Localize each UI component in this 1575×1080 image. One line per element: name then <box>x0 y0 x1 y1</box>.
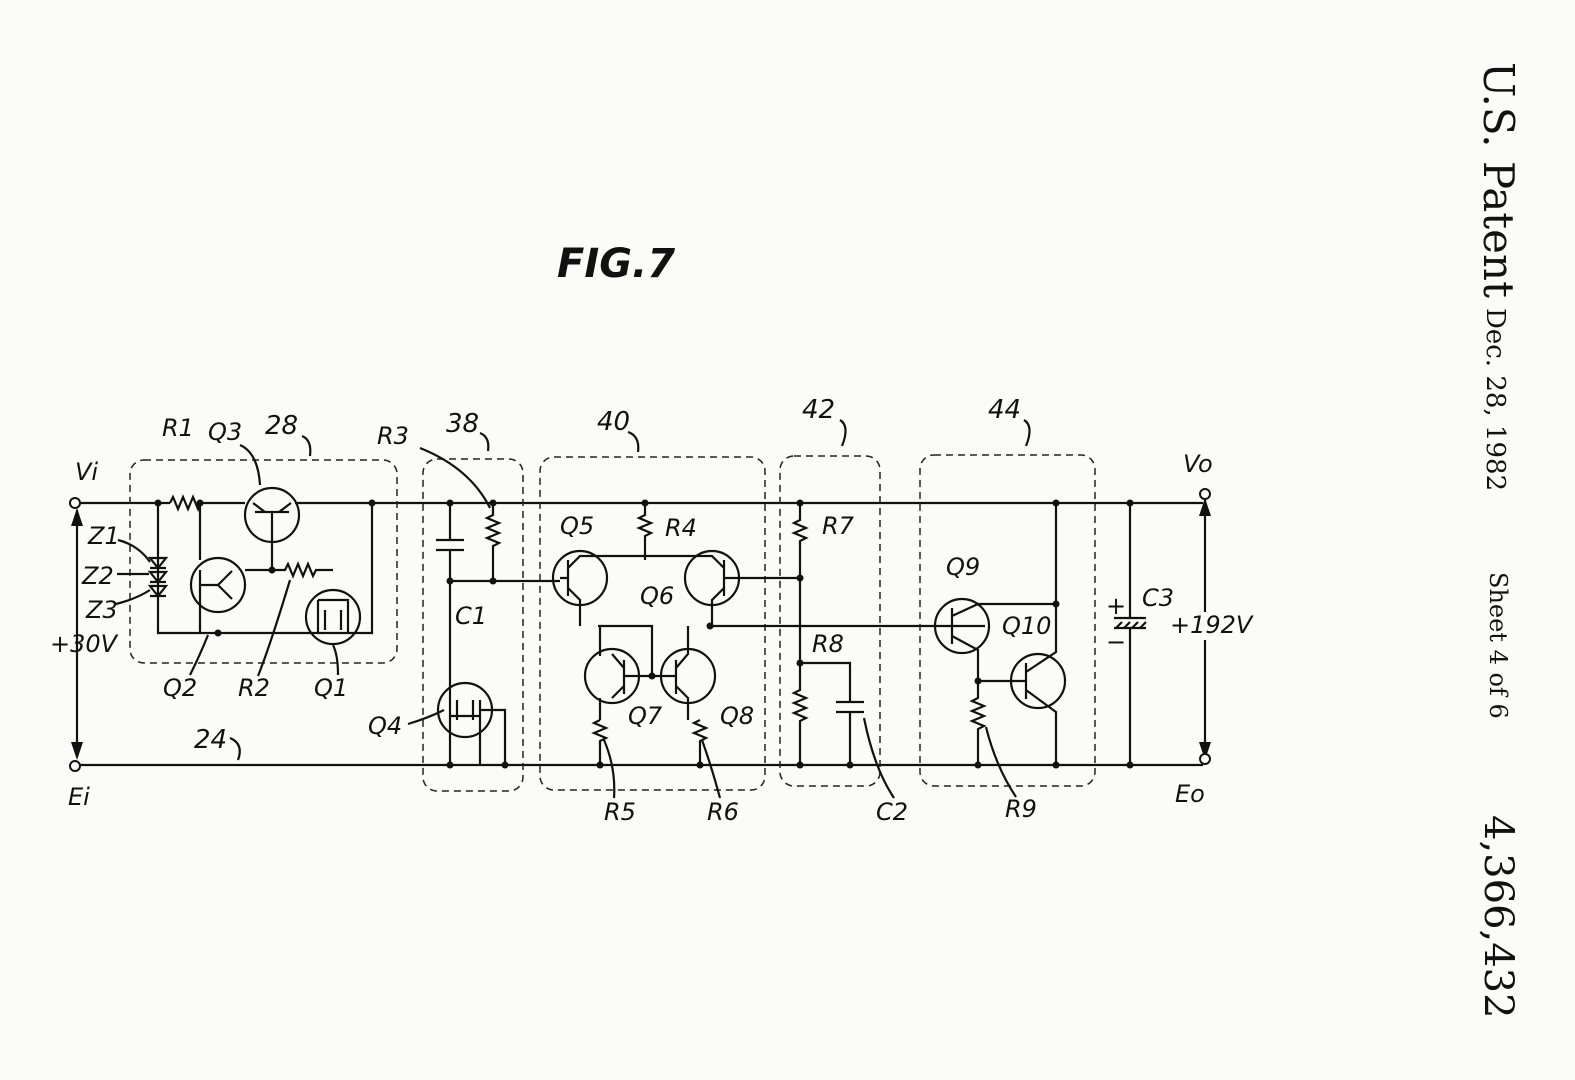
figure-title: FIG.7 <box>557 241 675 287</box>
label-r4: R4 <box>665 514 697 542</box>
label-r7: R7 <box>822 512 855 540</box>
block-42: 42 R7 R8 C2 <box>779 395 908 826</box>
terminal-eo: Eo <box>1175 780 1205 808</box>
terminal-vi: Vi <box>75 458 98 486</box>
label-q8: Q8 <box>720 702 754 730</box>
label-r8: R8 <box>812 630 844 658</box>
label-q3: Q3 <box>208 418 242 446</box>
label-q7: Q7 <box>628 702 663 730</box>
label-r3: R3 <box>377 422 409 450</box>
label-q4: Q4 <box>368 712 402 740</box>
output-voltage: +192V <box>1170 611 1254 639</box>
block-28: 28 R1 Z1 Z2 Z3 Q3 Q2 R2 Q1 <box>81 411 398 702</box>
label-c2: C2 <box>876 798 908 826</box>
input-voltage: +30V <box>50 630 119 658</box>
block-44: 44 Q9 Q10 R9 <box>919 395 1096 823</box>
label-r1: R1 <box>162 414 194 442</box>
label-c3-plus: + <box>1106 592 1126 620</box>
patent-header: U.S. Patent Dec. 28, 1982 Sheet 4 of 6 4… <box>1474 62 1523 1019</box>
terminals: Vi Ei Vo Eo +30V +192V <box>50 450 1254 811</box>
label-q10: Q10 <box>1002 612 1051 640</box>
label-q6: Q6 <box>640 582 674 610</box>
terminal-ei: Ei <box>68 783 90 811</box>
label-c1: C1 <box>455 602 487 630</box>
label-c3: C3 <box>1142 584 1174 612</box>
label-q2: Q2 <box>163 674 197 702</box>
circuit-wiring <box>71 498 1211 767</box>
block-40-label: 40 <box>597 407 630 437</box>
patent-agency: U.S. Patent <box>1474 62 1523 298</box>
label-r9: R9 <box>1005 795 1037 823</box>
patent-date: Dec. 28, 1982 <box>1480 308 1510 491</box>
capacitor-c3: C3 + − <box>1106 499 1174 769</box>
block-44-label: 44 <box>988 395 1021 425</box>
terminal-vo: Vo <box>1183 450 1213 478</box>
block-40: 40 R4 Q5 Q6 Q7 Q8 R5 R6 <box>539 407 985 826</box>
label-q9: Q9 <box>946 553 980 581</box>
patent-number: 4,366,432 <box>1475 815 1521 1019</box>
label-r5: R5 <box>604 798 636 826</box>
label-z1: Z1 <box>87 522 120 550</box>
label-z2: Z2 <box>81 562 114 590</box>
label-z3: Z3 <box>85 596 118 624</box>
block-38-label: 38 <box>446 409 479 439</box>
label-r6: R6 <box>707 798 739 826</box>
label-r2: R2 <box>238 674 270 702</box>
block-28-label: 28 <box>265 411 298 441</box>
block-42-label: 42 <box>802 395 835 425</box>
label-c3-minus: − <box>1106 628 1126 656</box>
patent-sheet: Sheet 4 of 6 <box>1484 572 1512 719</box>
label-q1: Q1 <box>314 674 348 702</box>
block-38: 38 R3 C1 Q4 <box>368 409 560 792</box>
label-q5: Q5 <box>560 512 594 540</box>
line-24-label: 24 <box>194 725 227 755</box>
